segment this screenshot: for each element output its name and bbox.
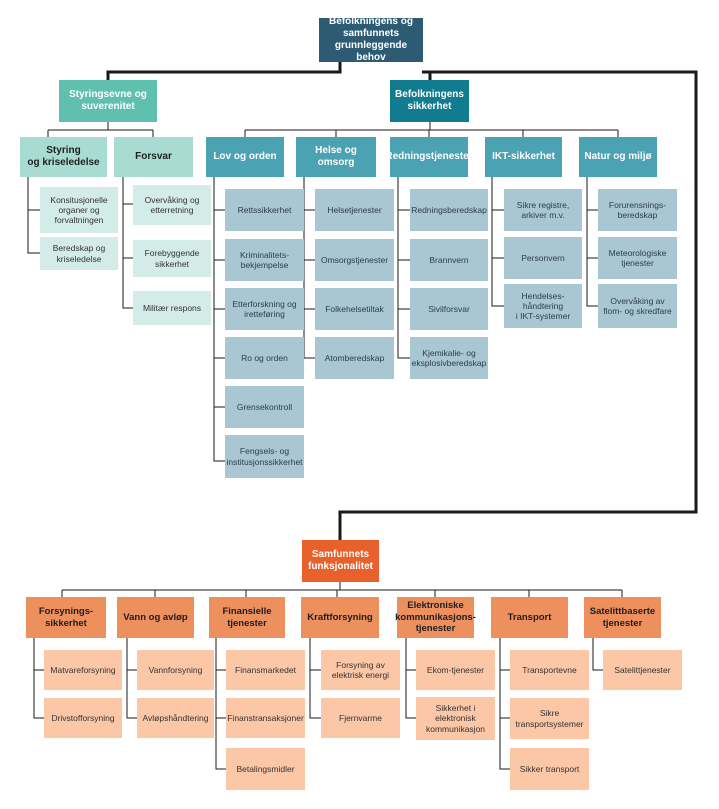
leaf-kriminalitetsbekjempelse: Kriminalitets- bekjempelse [225, 239, 304, 281]
leaf-hendelseshandtering: Hendelses- håndtering i IKT-systemer [504, 284, 582, 328]
leaf-forebyggende-sikkerhet: Forebyggende sikkerhet [133, 240, 211, 277]
leaf-forurensningsberedskap: Forurensnings- beredskap [598, 189, 677, 231]
leaf-sikker-transport: Sikker transport [510, 748, 589, 790]
category-styringsevne: Styringsevne og suverenitet [59, 80, 157, 122]
group-vann-og-avlop: Vann og avløp [117, 597, 194, 638]
group-helse-og-omsorg: Helse og omsorg [296, 137, 376, 177]
leaf-finanstransaksjoner: Finanstransaksjoner [226, 698, 305, 738]
leaf-sikre-transportsystemer: Sikre transportsystemer [510, 698, 589, 739]
group-forsvar: Forsvar [114, 137, 193, 177]
leaf-meteorologiske-tjenester: Meteorologiske tjenester [598, 237, 677, 279]
group-lov-og-orden: Lov og orden [206, 137, 284, 177]
leaf-militaer-respons: Militær respons [133, 291, 211, 325]
root-node: Befolkningens og samfunnets grunnleggend… [319, 16, 423, 63]
leaf-sivilforsvar: Sivilforsvar [410, 288, 488, 330]
leaf-grensekontroll: Grensekontroll [225, 386, 304, 428]
leaf-ekom-tjenester: Ekom-tjenester [416, 650, 495, 690]
leaf-overvaking-etterretning: Overvåking og etterretning [133, 185, 211, 225]
leaf-fjernvarme: Fjernvarme [321, 698, 400, 738]
leaf-flom-skredfare: Overvåking av flom- og skredfare [598, 284, 677, 328]
leaf-omsorgstjenester: Omsorgstjenester [315, 239, 394, 281]
group-redningstjenester: Redningstjenester [385, 137, 473, 177]
leaf-brannvern: Brannvern [410, 239, 488, 281]
leaf-beredskap-kriseledelse: Beredskap og kriseledelse [40, 237, 118, 270]
group-transport: Transport [491, 597, 568, 638]
group-elektroniske-kommunikasjonstjenester: Elektroniske kommunikasjons- tjenester [395, 597, 476, 638]
leaf-atomberedskap: Atomberedskap [315, 337, 394, 379]
leaf-redningsberedskap: Redningsberedskap [410, 189, 488, 231]
leaf-satelittjenester: Satelittjenester [603, 650, 682, 690]
leaf-finansmarkedet: Finansmarkedet [226, 650, 305, 690]
leaf-folkehelsetiltak: Folkehelsetiltak [315, 288, 394, 330]
leaf-rettssikkerhet: Rettssikkerhet [225, 189, 304, 231]
group-forsyningssikkerhet: Forsynings- sikkerhet [26, 597, 106, 638]
category-befolkningens-sikkerhet: Befolkningens sikkerhet [390, 80, 469, 122]
leaf-konstitusjonelle-organer: Konsitusjonelle organer og forvaltningen [40, 187, 118, 233]
leaf-transportevne: Transportevne [510, 650, 589, 690]
category-samfunnets-funksjonalitet: Samfunnets funksjonalitet [302, 540, 379, 582]
leaf-matvareforsyning: Matvareforsyning [44, 650, 122, 690]
group-kraftforsyning: Kraftforsyning [301, 597, 379, 638]
leaf-vannforsyning: Vannforsyning [137, 650, 214, 690]
group-styring-kriseledelse: Styring og kriseledelse [20, 137, 107, 177]
group-natur-og-miljo: Natur og miljø [579, 137, 657, 177]
group-satelittbaserte-tjenester: Satelittbaserte tjenester [584, 597, 661, 638]
leaf-kjemikalieberedskap: Kjemikalie- og eksplosivberedskap [410, 337, 488, 379]
leaf-drivstofforsyning: Drivstofforsyning [44, 698, 122, 738]
leaf-personvern: Personvern [504, 237, 582, 279]
leaf-avlopshandtering: Avløpshåndtering [137, 698, 214, 738]
leaf-ro-og-orden: Ro og orden [225, 337, 304, 379]
leaf-betalingsmidler: Betalingsmidler [226, 748, 305, 790]
leaf-helsetjenester: Helsetjenester [315, 189, 394, 231]
leaf-sikkerhet-elektronisk-kommunikasjon: Sikkerhet i elektronisk kommunikasjon [416, 697, 495, 740]
group-finansielle-tjenester: Finansielle tjenester [209, 597, 285, 638]
group-ikt-sikkerhet: IKT-sikkerhet [485, 137, 562, 177]
leaf-elektrisk-energi: Forsyning av elektrisk energi [321, 650, 400, 690]
leaf-etterforskning: Etterforskning og iretteføring [225, 288, 304, 330]
leaf-sikre-registre: Sikre registre, arkiver m.v. [504, 189, 582, 231]
leaf-fengselssikkerhet: Fengsels- og institusjonssikkerhet [225, 435, 304, 478]
